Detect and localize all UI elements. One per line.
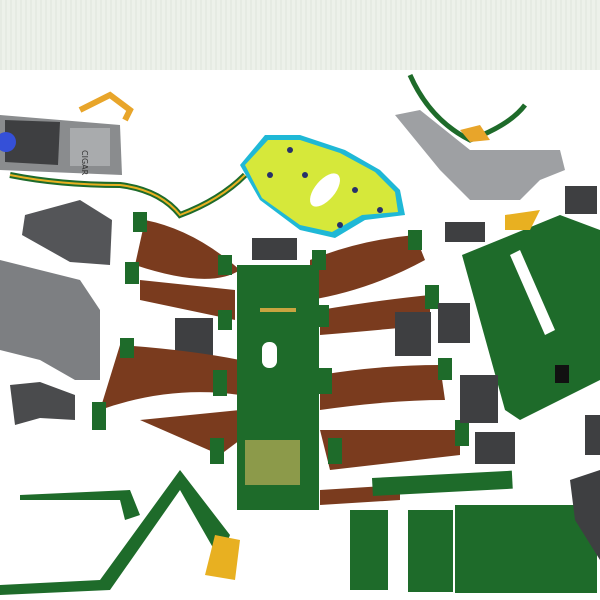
gray-stiffener: [22, 200, 112, 265]
gray-device-module: CIGAR: [0, 115, 122, 176]
black-stiffeners-right: [252, 186, 600, 464]
pcb-assortment-photo: CIGAR: [0, 70, 600, 600]
gray-bracket-left: [0, 260, 100, 380]
background-band: [0, 0, 600, 70]
pcb-illustration: CIGAR: [0, 73, 600, 595]
bottom-flex-strips: [0, 470, 600, 595]
lime-flex-board: [240, 135, 405, 238]
metal-bracket: [395, 73, 565, 200]
device-label: CIGAR: [80, 150, 89, 176]
large-green-pcb: [462, 215, 600, 420]
gray-connector: [10, 382, 75, 425]
main-green-pcb: [237, 265, 319, 510]
rigid-flex-arms: [100, 220, 460, 505]
